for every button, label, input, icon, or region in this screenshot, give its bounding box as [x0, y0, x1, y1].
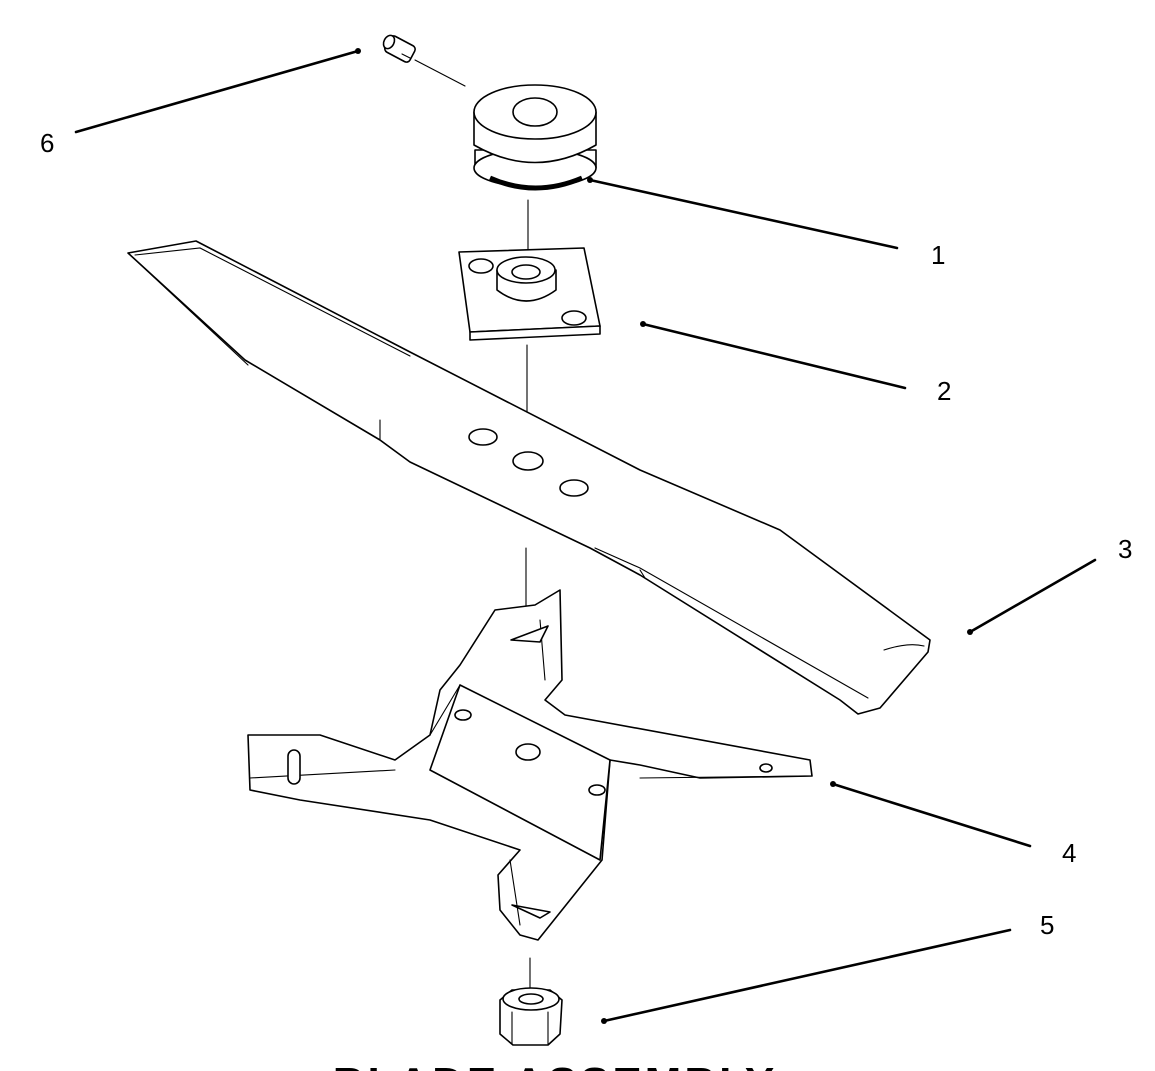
leader-lines: [74, 48, 1097, 1024]
leader-2: [641, 322, 907, 390]
part-2-adapter-plate: [458, 247, 601, 341]
leader-1: [588, 178, 899, 250]
leader-4: [831, 782, 1032, 848]
leader-6: [74, 49, 360, 134]
part-5-hex-nut: [499, 987, 563, 1046]
callout-5: 5: [1040, 910, 1054, 940]
callout-6: 6: [40, 128, 54, 158]
callout-3: 3: [1118, 534, 1132, 564]
callout-numbers: 1 2 3 4 5 6: [40, 128, 1132, 940]
part-4-stiffener-plate: [247, 589, 813, 941]
callout-4: 4: [1062, 838, 1076, 868]
assembly-centerline: [414, 59, 531, 991]
diagram-title: BLADE ASSEMBLY: [333, 1059, 778, 1071]
part-6-plug: [382, 34, 416, 63]
part-1-pulley: [473, 84, 597, 191]
part-3-blade: [127, 240, 931, 715]
leader-5: [602, 928, 1012, 1023]
callout-1: 1: [931, 240, 945, 270]
callout-2: 2: [937, 376, 951, 406]
leader-3: [968, 558, 1097, 634]
